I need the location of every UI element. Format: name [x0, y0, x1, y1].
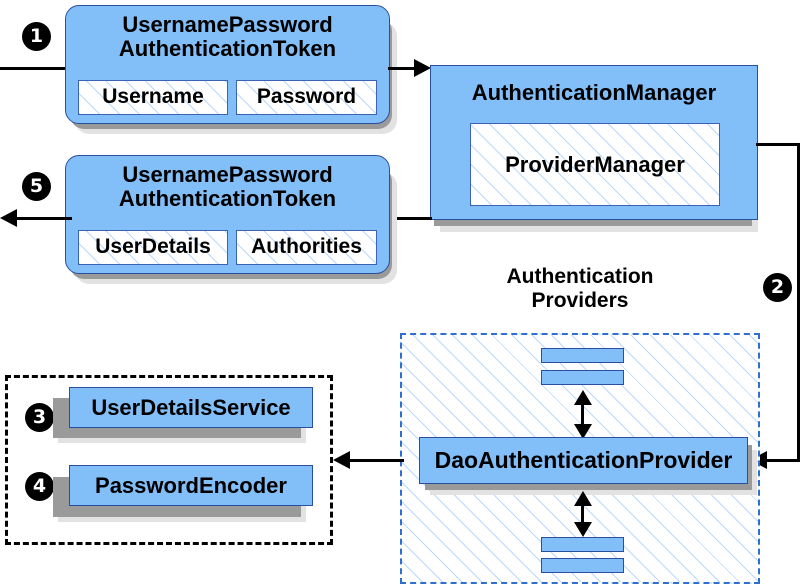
- provider-stub-3[interactable]: [541, 537, 624, 552]
- manager-to-provider-line-top: [756, 143, 800, 146]
- step-badge-5: 5: [23, 173, 50, 200]
- provider-link-bottom-line: [581, 497, 584, 529]
- step-badge-3: 3: [26, 404, 53, 431]
- providers-group-title: Authentication Providers: [506, 265, 654, 312]
- outgoing-response-arrowhead: [0, 209, 17, 227]
- provider-link-top-line: [581, 398, 584, 434]
- provider-link-bottom-arrow-up: [574, 491, 592, 506]
- response-token-field-authorities[interactable]: [236, 230, 377, 265]
- step-badge-2: 2: [764, 274, 791, 301]
- dao-authentication-provider-card[interactable]: [419, 437, 748, 484]
- step-badge-2-label: 2: [770, 276, 785, 298]
- provider-link-top-arrow-up: [574, 390, 592, 405]
- provider-link-bottom-arrow-down: [574, 522, 592, 537]
- step-badge-4: 4: [26, 473, 53, 500]
- manager-to-response-line: [388, 217, 432, 220]
- outgoing-response-line: [17, 217, 72, 220]
- manager-to-provider-line-vertical: [797, 143, 800, 461]
- step-badge-5-label: 5: [29, 175, 44, 197]
- provider-stub-2[interactable]: [541, 370, 624, 385]
- provider-to-services-arrowhead: [333, 451, 350, 469]
- passwordencoder-card[interactable]: [69, 465, 313, 506]
- services-group-box: [5, 375, 333, 545]
- provider-link-top-arrow-down: [574, 424, 592, 439]
- request-to-manager-line: [388, 67, 420, 70]
- request-token-field-password[interactable]: [236, 80, 377, 115]
- incoming-request-line: [0, 67, 72, 70]
- provider-to-services-line: [348, 459, 404, 462]
- step-badge-4-label: 4: [32, 475, 47, 497]
- userdetailsservice-card[interactable]: [69, 387, 313, 428]
- response-token-field-userdetails[interactable]: [78, 230, 228, 265]
- provider-stub-4[interactable]: [541, 558, 624, 573]
- request-token-field-username[interactable]: [78, 80, 228, 115]
- request-to-manager-arrowhead: [414, 59, 431, 77]
- step-badge-1: 1: [23, 23, 50, 50]
- provider-manager-box[interactable]: [470, 123, 720, 206]
- provider-stub-1[interactable]: [541, 348, 624, 363]
- step-badge-1-label: 1: [29, 25, 44, 47]
- step-badge-3-label: 3: [32, 406, 47, 428]
- manager-to-provider-line-bottom: [765, 459, 800, 462]
